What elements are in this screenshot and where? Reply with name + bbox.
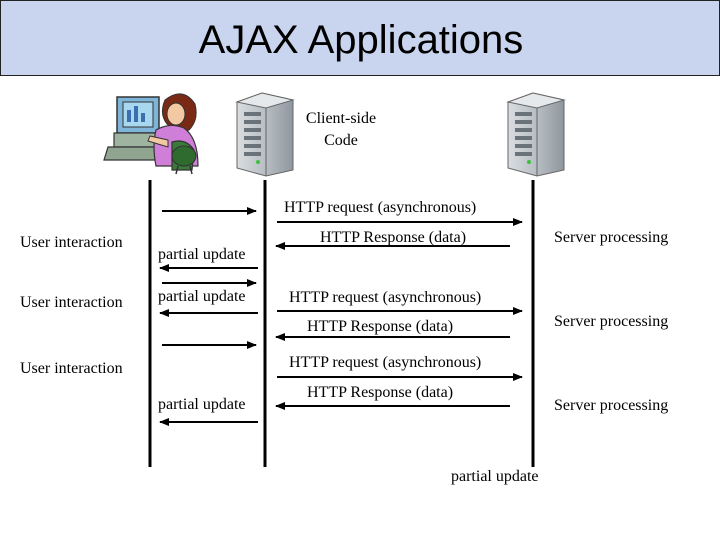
partial-update-label-3: partial update: [158, 396, 246, 413]
user-interaction-label-2: User interaction: [20, 294, 123, 311]
partial-update-label-1: partial update: [158, 246, 246, 263]
server-processing-label-3: Server processing: [554, 397, 669, 414]
http-request-label-3: HTTP request (asynchronous): [289, 354, 482, 371]
http-response-label-2: HTTP Response (data): [307, 318, 454, 335]
http-response-label-1: HTTP Response (data): [320, 229, 467, 246]
client-server-icon: [235, 92, 295, 177]
server-icon: [506, 92, 566, 177]
page-title: AJAX Applications: [198, 18, 524, 62]
http-request-label-2: HTTP request (asynchronous): [289, 289, 482, 306]
user-interaction-label-3: User interaction: [20, 360, 123, 377]
http-request-label-1: HTTP request (asynchronous): [284, 199, 477, 216]
client-side-code-label: Client-side Code: [300, 108, 382, 152]
partial-update-label-2: partial update: [158, 288, 246, 305]
title-bar: AJAX Applications: [0, 0, 720, 76]
client-side-code-line1: Client-side: [305, 110, 377, 127]
user-at-computer-icon: [103, 93, 199, 175]
server-processing-label-2: Server processing: [554, 313, 669, 330]
user-interaction-label-1: User interaction: [20, 234, 123, 251]
http-response-label-3: HTTP Response (data): [307, 384, 454, 401]
partial-update-label-4: partial update: [451, 468, 539, 485]
client-side-code-line2: Code: [324, 132, 358, 149]
server-processing-label-1: Server processing: [554, 229, 669, 246]
